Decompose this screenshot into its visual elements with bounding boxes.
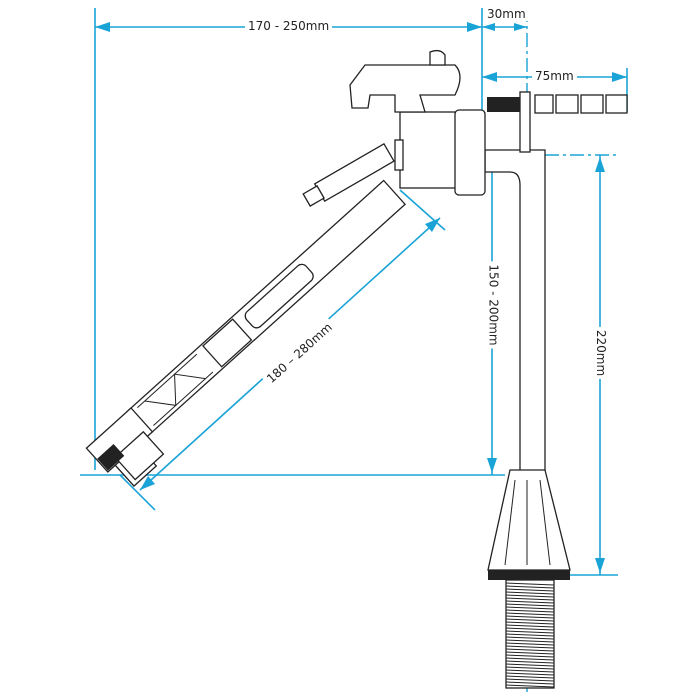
thread-line — [505, 648, 555, 652]
thread-line — [505, 663, 555, 667]
thread-line — [505, 603, 555, 607]
dim-label-arm-height: 150 - 200mm — [486, 261, 501, 349]
dim-label-offset: 30mm — [484, 7, 529, 21]
thread-line — [505, 678, 555, 682]
thread-line — [505, 654, 555, 658]
thread-line — [505, 630, 555, 634]
thread-line — [505, 600, 555, 604]
thread-line — [505, 672, 555, 676]
thread-line — [505, 633, 555, 637]
thread-line — [505, 615, 555, 619]
thread-line — [505, 594, 555, 598]
thread-line — [505, 684, 555, 688]
dim-label-stem-height: 220mm — [594, 326, 609, 380]
thread-line — [505, 675, 555, 679]
thread-line — [505, 642, 555, 646]
thread-line — [505, 681, 555, 685]
thread-line — [505, 612, 555, 616]
thread-line — [505, 636, 555, 640]
thread-line — [505, 627, 555, 631]
thread-line — [505, 660, 555, 664]
thread-line — [505, 582, 555, 586]
thread-line — [505, 645, 555, 649]
thread-line — [505, 606, 555, 610]
thread-line — [505, 657, 555, 661]
dim-label-rod-length: 75mm — [532, 69, 577, 83]
stem — [484, 149, 571, 689]
thread-line — [505, 669, 555, 673]
thread-line — [505, 585, 555, 589]
thread-line — [505, 639, 555, 643]
arm-end-fitting — [97, 430, 165, 481]
thread-line — [505, 597, 555, 601]
thread-line — [505, 609, 555, 613]
valve-body — [302, 49, 628, 207]
dim-label-overall-width: 170 - 250mm — [245, 19, 333, 33]
thread-line — [505, 591, 555, 595]
thread-line — [505, 624, 555, 628]
thread-line — [505, 651, 555, 655]
thread-line — [505, 618, 555, 622]
thread-line — [505, 588, 555, 592]
thread-line — [505, 621, 555, 625]
thread-line — [505, 666, 555, 670]
